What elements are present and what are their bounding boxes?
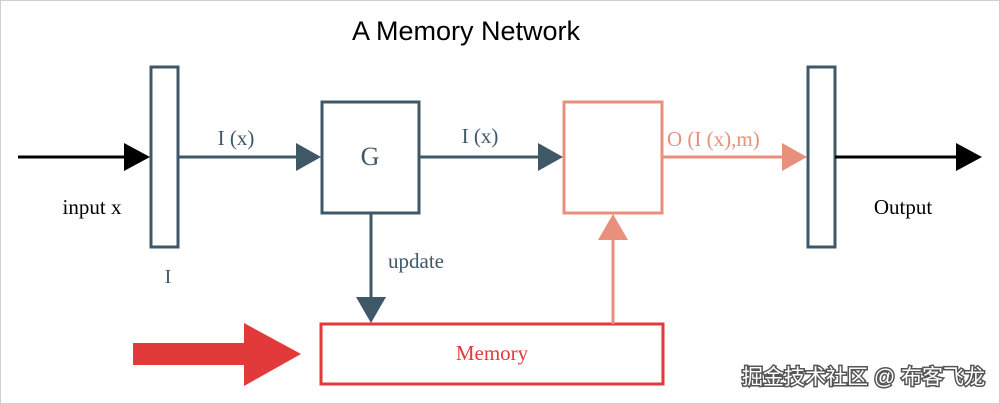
output-component-bar bbox=[806, 65, 837, 249]
red-pointer-arrow-shaft bbox=[133, 343, 248, 365]
i-component-bar bbox=[149, 65, 180, 249]
diagram-title: A Memory Network bbox=[352, 16, 581, 46]
ix-label-left: I (x) bbox=[218, 126, 255, 150]
memory-label: Memory bbox=[456, 341, 529, 365]
output-label: Output bbox=[874, 195, 933, 219]
ix-label-right: I (x) bbox=[462, 124, 499, 148]
output-arrow-head bbox=[956, 143, 982, 171]
memory-box bbox=[319, 322, 665, 386]
memory-to-o-arrow-head bbox=[598, 214, 628, 240]
input-arrow-head bbox=[124, 143, 150, 171]
i-component-label: I bbox=[165, 266, 172, 288]
update-arrow-head bbox=[356, 297, 386, 323]
ix-to-g-arrow-head bbox=[296, 143, 321, 171]
g-to-o-arrow-head bbox=[538, 143, 563, 171]
g-component-label: G bbox=[361, 142, 380, 171]
red-pointer-arrow-head bbox=[244, 323, 301, 386]
o-to-output-arrow-head bbox=[782, 143, 807, 171]
g-component-box bbox=[320, 100, 421, 215]
update-label: update bbox=[388, 249, 444, 273]
watermark-text: 掘金技术社区 @ 布客飞龙 bbox=[742, 366, 985, 389]
input-label: input x bbox=[63, 195, 122, 219]
o-component-box bbox=[562, 100, 664, 215]
o-label: O (I (x),m) bbox=[667, 127, 760, 151]
